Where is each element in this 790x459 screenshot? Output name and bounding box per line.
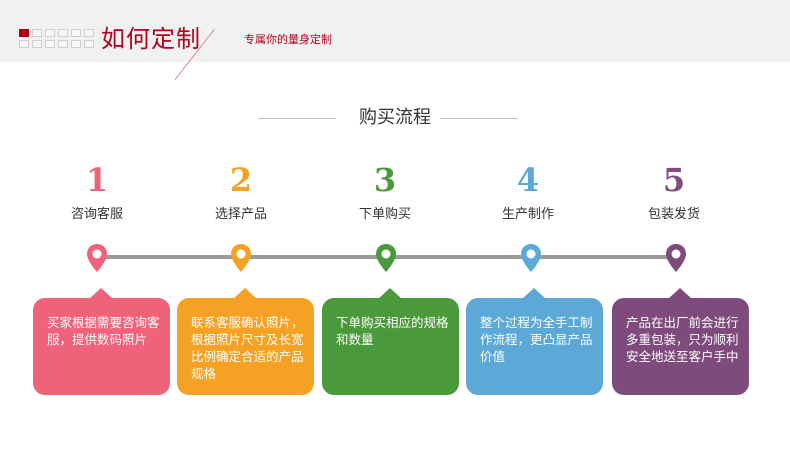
step-label: 咨询客服 (70, 207, 123, 222)
step-number: 1 (85, 161, 109, 199)
section-title-line-right (440, 118, 518, 119)
step-number: 2 (229, 161, 253, 199)
step-number: 3 (373, 161, 397, 199)
location-pin-icon (520, 243, 542, 273)
page-title: 如何定制 (101, 25, 201, 53)
step-4: 4 生产制作 (458, 160, 598, 224)
location-pin-icon (665, 243, 687, 273)
step-card: 整个过程为全手工制作流程，更凸显产品价值 (466, 288, 603, 395)
step-number: 5 (662, 161, 686, 199)
location-pin-icon (375, 243, 397, 273)
step-label: 生产制作 (501, 207, 554, 222)
step-number: 4 (516, 161, 540, 199)
section-title: 购买流程 (359, 107, 431, 128)
step-5: 5 包装发货 (604, 160, 744, 224)
step-card: 买家根据需要咨询客服，提供数码照片 (33, 288, 170, 395)
step-3: 3 下单购买 (315, 160, 455, 224)
page-subtitle: 专属你的量身定制 (244, 33, 332, 46)
step-2: 2 选择产品 (171, 160, 311, 224)
step-card: 下单购买相应的规格和数量 (322, 288, 459, 395)
step-card: 联系客服确认照片，根据照片尺寸及长宽比例确定合适的产品规格 (177, 288, 314, 395)
section-title-line-left (258, 118, 336, 119)
step-label: 下单购买 (358, 207, 411, 222)
location-pin-icon (86, 243, 108, 273)
step-label: 选择产品 (214, 207, 267, 222)
step-card: 产品在出厂前会进行多重包装，只为顺利安全地送至客户手中 (612, 288, 749, 395)
step-label: 包装发货 (647, 207, 700, 222)
header-banner: 如何定制 专属你的量身定制 (0, 0, 790, 81)
location-pin-icon (230, 243, 252, 273)
step-1: 1 咨询客服 (27, 160, 167, 224)
